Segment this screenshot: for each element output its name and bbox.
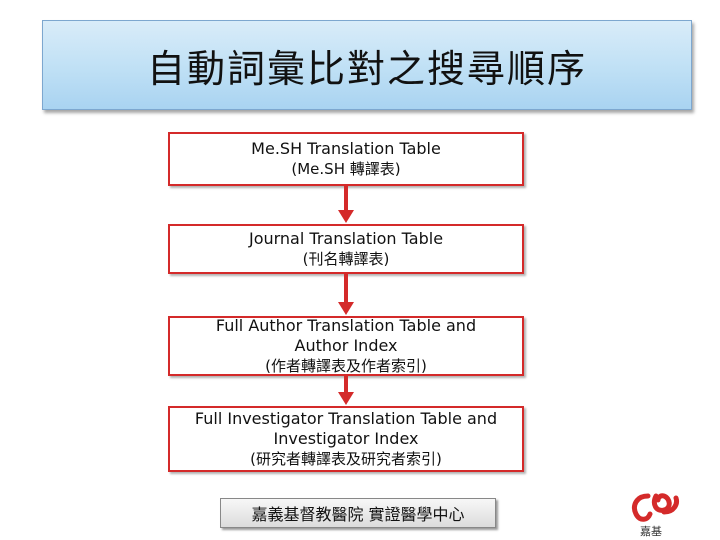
step-line: Journal Translation Table <box>248 229 444 248</box>
step-line: (研究者轉譯表及研究者索引) <box>250 450 442 468</box>
footer-text: 嘉義基督教醫院 實證醫學中心 <box>251 505 465 524</box>
hospital-logo-icon <box>632 493 679 522</box>
step-line: Investigator Index <box>273 429 419 448</box>
step-box-journal: Journal Translation Table (刊名轉譯表) <box>168 224 524 274</box>
step-line: Full Investigator Translation Table and <box>194 409 498 428</box>
step-line: (刊名轉譯表) <box>302 250 390 268</box>
step-box-mesh: Me.SH Translation Table (Me.SH 轉譯表) <box>168 132 524 186</box>
step-line: Full Author Translation Table and <box>215 316 477 335</box>
arrow-down-icon <box>338 274 354 315</box>
step-line: Author Index <box>294 336 398 355</box>
step-line: Me.SH Translation Table <box>251 139 441 158</box>
step-line: (Me.SH 轉譯表) <box>291 160 401 178</box>
footer-label: 嘉義基督教醫院 實證醫學中心 <box>220 498 496 528</box>
arrow-down-icon <box>338 186 354 223</box>
logo-text: 嘉基 <box>640 525 662 538</box>
step-line: (作者轉譯表及作者索引) <box>265 357 427 375</box>
title-banner: 自動詞彙比對之搜尋順序 <box>42 20 692 110</box>
arrow-down-icon <box>338 376 354 405</box>
step-box-author: Full Author Translation Table and Author… <box>168 316 524 376</box>
step-box-investigator: Full Investigator Translation Table and … <box>168 406 524 472</box>
page-title: 自動詞彙比對之搜尋順序 <box>146 46 587 91</box>
